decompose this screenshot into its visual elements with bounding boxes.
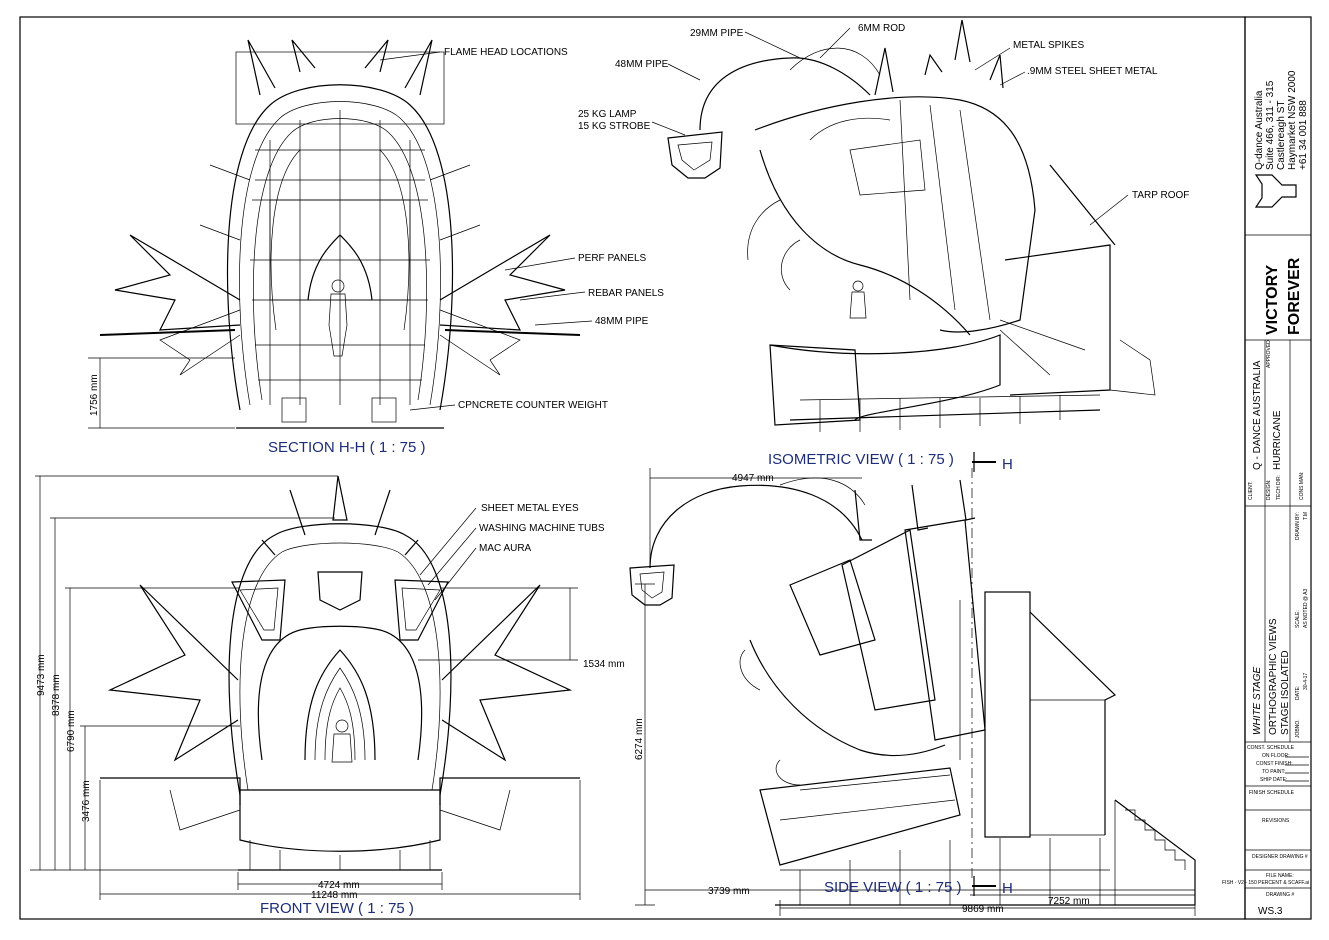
- svg-text:DESIGN:: DESIGN:: [1266, 479, 1272, 500]
- section-leaders: [379, 51, 593, 411]
- dim-8378: 8378 mm: [51, 674, 62, 716]
- dim-3739: 3739 mm: [708, 886, 750, 897]
- front-view-drawing: [100, 475, 580, 871]
- svg-text:30-4-17: 30-4-17: [1303, 673, 1309, 690]
- title-block-border: [1244, 16, 1312, 920]
- svg-text:Q - DANCE AUSTRALIA: Q - DANCE AUSTRALIA: [1252, 360, 1263, 470]
- svg-text:FILE NAME:: FILE NAME:: [1266, 873, 1294, 879]
- svg-text:WS.3: WS.3: [1258, 906, 1283, 917]
- section-view-drawing: [99, 39, 581, 429]
- label-lamp: 25 KG LAMP: [578, 109, 637, 120]
- label-washing-tubs: WASHING MACHINE TUBS: [479, 523, 605, 534]
- front-dimension-lines: [30, 475, 581, 900]
- front-leaders: [419, 507, 477, 601]
- isometric-view-title: ISOMETRIC VIEW ( 1 : 75 ): [768, 451, 954, 468]
- isometric-leaders: [651, 27, 1129, 226]
- front-view-title: FRONT VIEW ( 1 : 75 ): [260, 900, 414, 917]
- svg-text:H: H: [1002, 456, 1013, 473]
- svg-text:CLIENT:: CLIENT:: [1248, 481, 1254, 500]
- dim-1534: 1534 mm: [583, 659, 625, 670]
- svg-text:FISH - V2 - 150 PERCENT & SCAF: FISH - V2 - 150 PERCENT & SCAFF.ai: [1222, 880, 1309, 886]
- svg-text:AS NOTED @ A3: AS NOTED @ A3: [1303, 589, 1309, 628]
- label-flame-head: FLAME HEAD LOCATIONS: [444, 47, 568, 58]
- svg-text:SHIP DATE:: SHIP DATE:: [1260, 777, 1287, 783]
- svg-text:JOBNO.: JOBNO.: [1295, 719, 1301, 738]
- svg-text:DRAWN BY:: DRAWN BY:: [1295, 512, 1301, 540]
- label-steel-sheet: .9MM STEEL SHEET METAL: [1027, 66, 1158, 77]
- sheet-border: [19, 16, 1246, 920]
- svg-text:DRAWING #: DRAWING #: [1266, 892, 1294, 898]
- svg-text:WHITE STAGE: WHITE STAGE: [1252, 667, 1263, 735]
- svg-text:APPROVED: APPROVED: [1266, 340, 1272, 368]
- company-address: Q-dance Australia Suite 466, 311 - 315 C…: [1254, 70, 1309, 170]
- svg-text:DATE:: DATE:: [1295, 686, 1301, 700]
- section-dimension-1756: [88, 357, 235, 429]
- svg-text:VICTORY: VICTORY: [1264, 264, 1281, 335]
- dim-11248: 11248 mm: [311, 890, 358, 901]
- dim-9473: 9473 mm: [36, 654, 47, 696]
- isometric-view-drawing: [667, 19, 1156, 432]
- section-marker-top: H: [972, 452, 1013, 473]
- svg-text:Q-dance Australia: Q-dance Australia: [1254, 90, 1265, 170]
- label-sheet-metal-eyes: SHEET METAL EYES: [481, 503, 579, 514]
- svg-text:ORTHOGRAPHIC VIEWS: ORTHOGRAPHIC VIEWS: [1268, 618, 1279, 735]
- svg-text:SCALE:: SCALE:: [1295, 610, 1301, 628]
- svg-text:CONST. SCHEDULE: CONST. SCHEDULE: [1247, 745, 1295, 751]
- label-metal-spikes: METAL SPIKES: [1013, 40, 1084, 51]
- label-pipe-48-section: 48MM PIPE: [595, 316, 649, 327]
- dim-9869: 9869 mm: [962, 904, 1004, 915]
- dim-4724: 4724 mm: [318, 880, 360, 891]
- side-view-title: SIDE VIEW ( 1 : 75 ): [824, 879, 962, 896]
- label-rebar-panels: REBAR PANELS: [588, 288, 664, 299]
- side-view-drawing: [629, 477, 1196, 906]
- svg-text:Haymarket NSW 2000: Haymarket NSW 2000: [1287, 70, 1298, 170]
- svg-text:REVISIONS: REVISIONS: [1262, 818, 1290, 824]
- svg-text:FINISH SCHEDULE: FINISH SCHEDULE: [1249, 790, 1295, 796]
- svg-text:STAGE ISOLATED: STAGE ISOLATED: [1280, 650, 1291, 735]
- label-pipe-29: 29MM PIPE: [690, 28, 744, 39]
- dim-6790: 6790 mm: [66, 710, 77, 752]
- label-pipe-48-iso: 48MM PIPE: [615, 59, 669, 70]
- label-rod-6: 6MM ROD: [858, 23, 905, 34]
- svg-text:Castlereagh ST: Castlereagh ST: [1276, 101, 1287, 170]
- section-marker-bottom: H: [972, 876, 1013, 897]
- svg-text:TO PAINT:: TO PAINT:: [1262, 769, 1285, 775]
- svg-text:CONST FINISH:: CONST FINISH:: [1256, 761, 1293, 767]
- svg-text:+61 34 001 888: +61 34 001 888: [1298, 100, 1309, 170]
- title-block: [1245, 174, 1311, 889]
- label-mac-aura: MAC AURA: [479, 543, 532, 554]
- label-strobe: 15 KG STROBE: [578, 121, 651, 132]
- svg-text:Suite 466, 311 - 315: Suite 466, 311 - 315: [1265, 80, 1276, 170]
- svg-text:ON FLOOR:: ON FLOOR:: [1262, 753, 1290, 759]
- side-dimension-lines: [635, 468, 1196, 916]
- label-perf-panels: PERF PANELS: [578, 253, 646, 264]
- svg-text:FOREVER: FOREVER: [1286, 257, 1303, 335]
- schedule-lines: [1285, 756, 1309, 782]
- dim-3476: 3476 mm: [81, 780, 92, 822]
- label-counter-weight: CPNCRETE COUNTER WEIGHT: [458, 400, 608, 411]
- dim-7252: 7252 mm: [1048, 896, 1090, 907]
- dim-6274: 6274 mm: [634, 718, 645, 760]
- title-block-fields: APPROVED CLIENT: Q - DANCE AUSTRALIA DES…: [1222, 340, 1309, 917]
- svg-text:H: H: [1002, 880, 1013, 897]
- q-dance-logo: [1254, 174, 1297, 208]
- svg-text:CONS MAN:: CONS MAN:: [1299, 472, 1305, 500]
- brand-wordmark: VICTORY FOREVER: [1264, 257, 1303, 335]
- label-tarp-roof: TARP ROOF: [1132, 190, 1189, 201]
- dim-4947: 4947 mm: [732, 473, 774, 484]
- section-view-title: SECTION H-H ( 1 : 75 ): [268, 439, 426, 456]
- svg-text:TECH DIR:: TECH DIR:: [1276, 475, 1282, 500]
- svg-text:T.M: T.M: [1303, 512, 1309, 520]
- svg-text:DESIGNER DRAWING #: DESIGNER DRAWING #: [1252, 854, 1308, 860]
- svg-text:HURRICANE: HURRICANE: [1272, 410, 1283, 470]
- dim-1756: 1756 mm: [89, 374, 100, 416]
